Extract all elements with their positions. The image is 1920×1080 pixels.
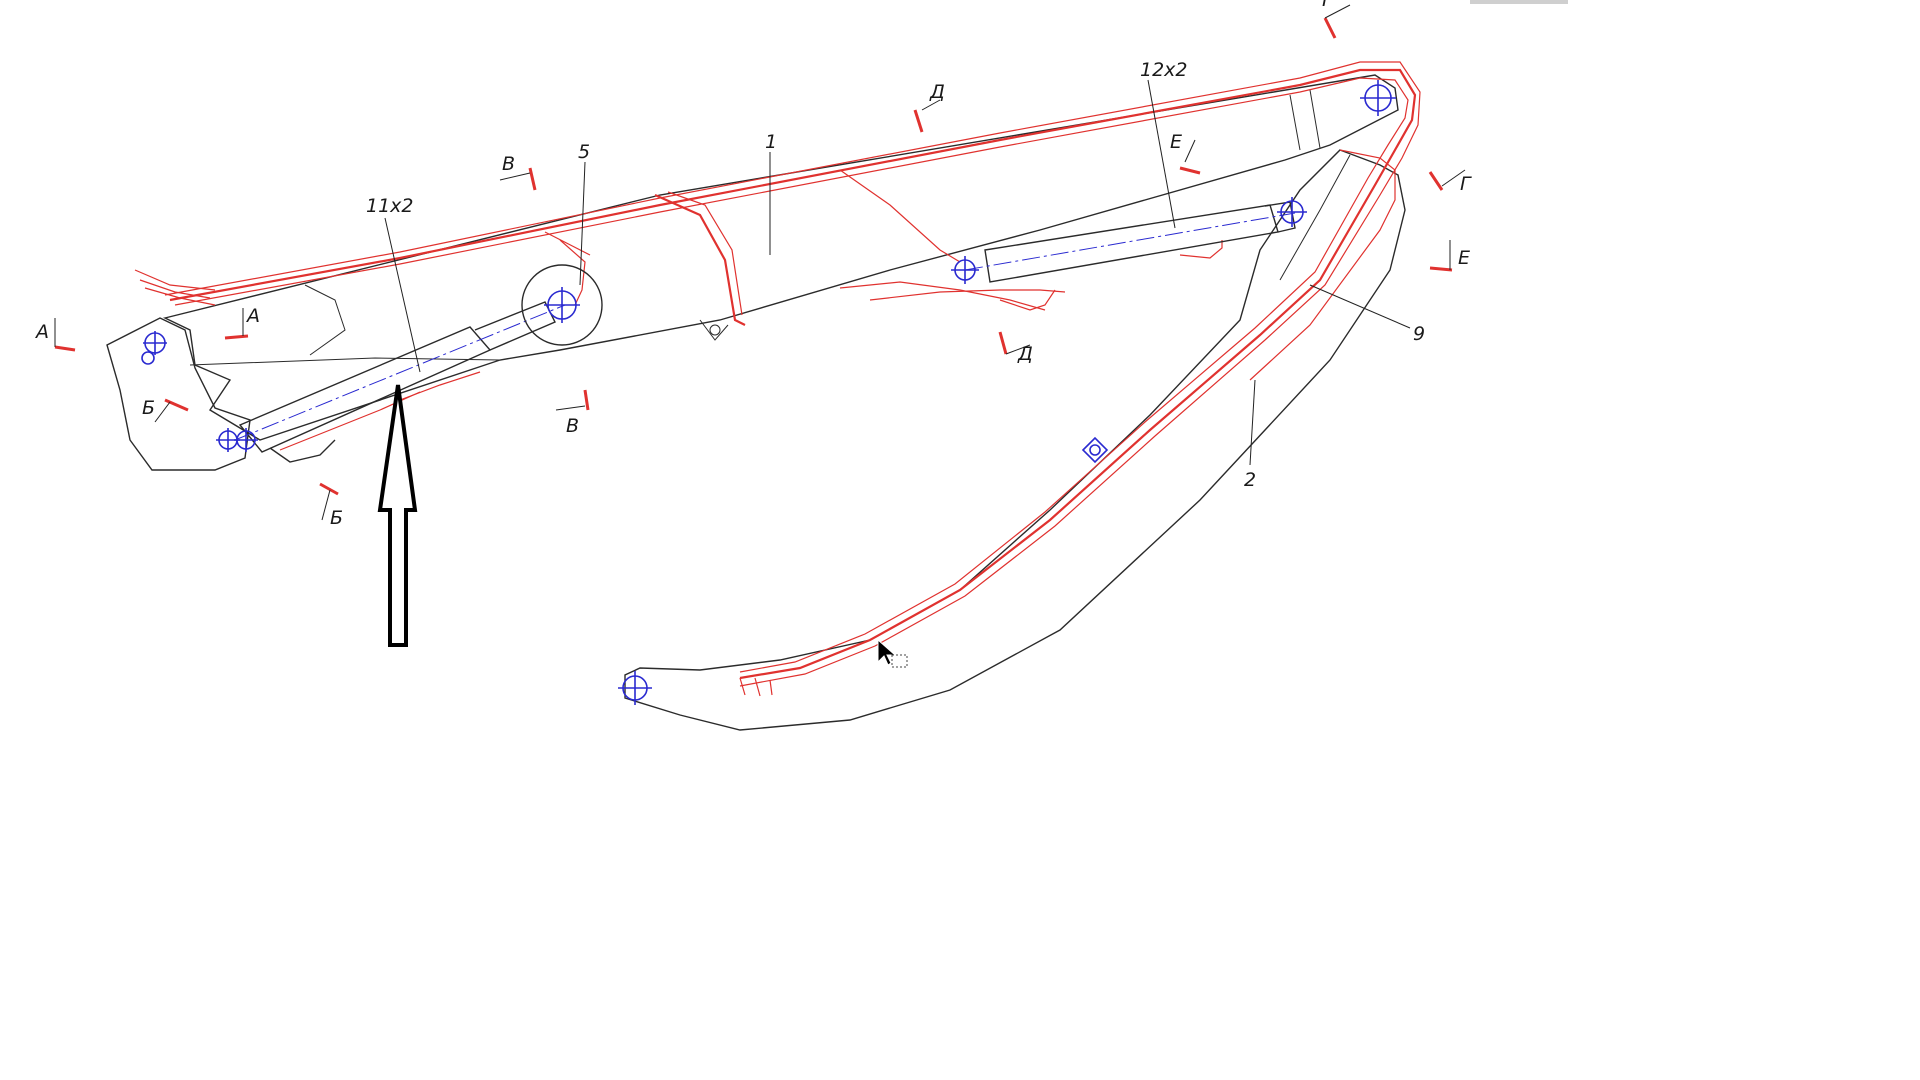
technical-drawing: 1 2 5 9 11x2 12x2 А А Б Б В В Г Г Д Д Е … <box>34 0 1568 731</box>
section-label-e2: Е <box>1458 247 1470 269</box>
boom-body <box>162 74 1399 441</box>
part-labels: 1 2 5 9 11x2 12x2 <box>366 59 1425 491</box>
pin-cylinder-12-base <box>951 256 979 284</box>
pin-heel-upper <box>141 331 167 365</box>
pivot-boss <box>521 264 603 346</box>
boom-heel-bracket <box>106 317 251 471</box>
label-part-1: 1 <box>765 131 777 153</box>
section-label-b2: Б <box>330 507 343 529</box>
section-label-g1: Г <box>1322 0 1334 11</box>
cylinder-12 <box>964 201 1296 283</box>
section-label-b1: Б <box>142 397 155 419</box>
pin-heel-lower <box>216 428 258 452</box>
stick-body <box>624 149 1406 731</box>
pin-boom-tip <box>1360 80 1396 116</box>
section-label-e1: Е <box>1170 131 1182 153</box>
pin-stick-tip <box>618 671 652 705</box>
section-label-v1: В <box>502 153 515 175</box>
section-label-g2: Г <box>1460 173 1472 195</box>
pointer-arrow <box>377 384 418 647</box>
pin-joints <box>141 80 1396 705</box>
label-part-12: 12x2 <box>1140 59 1188 81</box>
section-label-a2: А <box>245 305 260 327</box>
pin-stick-mid <box>1081 436 1109 464</box>
section-label-d1: Д <box>929 81 945 103</box>
label-part-9: 9 <box>1413 323 1425 345</box>
label-part-2: 2 <box>1244 469 1256 491</box>
section-label-v2: В <box>566 415 579 437</box>
section-label-d2: Д <box>1017 343 1033 365</box>
pin-cylinder-12-rod <box>1277 197 1307 227</box>
pin-cylinder-11-rod <box>544 287 580 323</box>
section-label-a1: А <box>34 321 49 343</box>
label-part-5: 5 <box>578 141 590 163</box>
leader-lines <box>384 79 1411 466</box>
section-cut-markers <box>54 4 1466 521</box>
hydraulic-lines <box>134 61 1421 697</box>
boom-cross-frame <box>654 191 746 326</box>
section-labels: А А Б Б В В Г Г Д Д Е Е <box>34 0 1472 529</box>
label-part-11: 11x2 <box>366 195 414 217</box>
mouse-cursor-icon <box>877 638 908 668</box>
